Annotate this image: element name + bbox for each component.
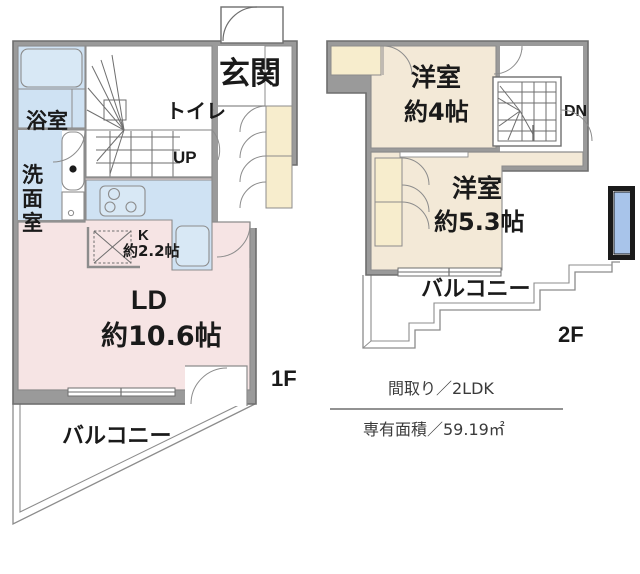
entrance-door-swing xyxy=(222,6,258,42)
bathroom-door-swing xyxy=(52,129,86,163)
entry-door-arc xyxy=(190,367,228,405)
floor-1-label: 1F xyxy=(271,366,297,391)
basin-drain xyxy=(69,165,77,173)
burner-2 xyxy=(104,201,116,213)
room-4jo-area-label: 約4帖 xyxy=(404,98,469,126)
floor-2-label: 2F xyxy=(558,322,584,347)
toilet-label: トイレ xyxy=(166,99,226,123)
staircase-2f xyxy=(492,76,562,147)
kitchen-area-label: 約2.2帖 xyxy=(123,242,180,260)
washing-machine-space xyxy=(61,191,85,221)
hall-closet-swing-4 xyxy=(239,181,267,209)
balcony-2f-outline xyxy=(362,261,620,349)
entry-landing-outline xyxy=(185,365,248,406)
hall-closet-swing-1 xyxy=(239,105,267,133)
closet-4jo-panel xyxy=(330,45,382,76)
stair-door-swing xyxy=(211,129,221,161)
floor-1-group: UP 浴室 xyxy=(12,6,298,526)
bathtub xyxy=(20,48,83,88)
room-entry-opening xyxy=(399,151,469,158)
burner-3 xyxy=(125,201,137,213)
washing-machine-drain xyxy=(67,209,75,217)
closet-5jo-swing-3 xyxy=(401,201,430,230)
hall-closet-swing-2 xyxy=(239,131,267,159)
stair-up-marker: UP xyxy=(173,148,197,167)
washroom-label-line-3: 室 xyxy=(22,211,43,235)
closet-5jo-swing-2 xyxy=(401,184,430,213)
spec-block: 間取り／2LDK 専有面積／59.19㎡ xyxy=(330,379,563,439)
balcony-sliding-door-1f xyxy=(67,387,176,397)
hall-door-swing-2f-top xyxy=(493,45,523,75)
washroom-floor xyxy=(18,130,62,220)
closet-5jo-panel-lower xyxy=(374,201,403,247)
balcony-1f-label: バルコニー xyxy=(62,424,172,449)
bathroom-label: 浴室 xyxy=(26,109,68,133)
washroom-label-line-1: 洗 xyxy=(22,163,43,187)
wash-basin xyxy=(61,131,85,191)
floor-2-group: DN 洋室 約4帖 洋室 約5.3帖 バルコニー 2F xyxy=(326,40,635,349)
entrance-label: 玄関 xyxy=(219,56,281,92)
living-dining-area-label: 約10.6帖 xyxy=(101,320,222,352)
staircase-1f xyxy=(85,45,213,178)
burner-1 xyxy=(107,187,121,201)
western-room-4jo-area xyxy=(370,45,497,149)
entrance-door-recess xyxy=(220,6,284,44)
ld-door-swing xyxy=(216,223,251,258)
balcony-sliding-door-2f xyxy=(397,267,502,277)
room-4jo-label: 洋室 xyxy=(411,63,461,92)
closet-4jo-swing xyxy=(382,45,413,76)
closet-5jo-panel-upper xyxy=(374,157,403,203)
stove-cooktop xyxy=(99,185,146,217)
kitchen-label: K xyxy=(138,227,149,244)
hall-door-swing-2f-right xyxy=(560,109,593,142)
hall-closet-door-lower xyxy=(265,155,293,209)
kitchen-sink xyxy=(175,225,210,267)
hall-closet-door-upper xyxy=(265,105,293,157)
room-5jo-label: 洋室 xyxy=(452,174,502,203)
living-dining-label: LD xyxy=(131,285,167,315)
washroom-label-group: 洗 面 室 xyxy=(22,163,43,235)
adjacent-unit-window xyxy=(608,186,635,260)
entry-landing xyxy=(185,366,247,406)
washroom-label-line-2: 面 xyxy=(22,187,43,211)
stair-dn-marker: DN xyxy=(564,103,587,120)
closet-5jo-swing-1 xyxy=(401,157,430,186)
hall-closet-swing-3 xyxy=(239,155,267,183)
refrigerator-space xyxy=(86,227,140,269)
layout-spec-label: 間取り／2LDK xyxy=(388,379,494,398)
area-spec-label: 専有面積／59.19㎡ xyxy=(363,420,505,439)
balcony-2f-label: バルコニー xyxy=(421,277,531,302)
room-5jo-area-label: 約5.3帖 xyxy=(434,208,525,236)
